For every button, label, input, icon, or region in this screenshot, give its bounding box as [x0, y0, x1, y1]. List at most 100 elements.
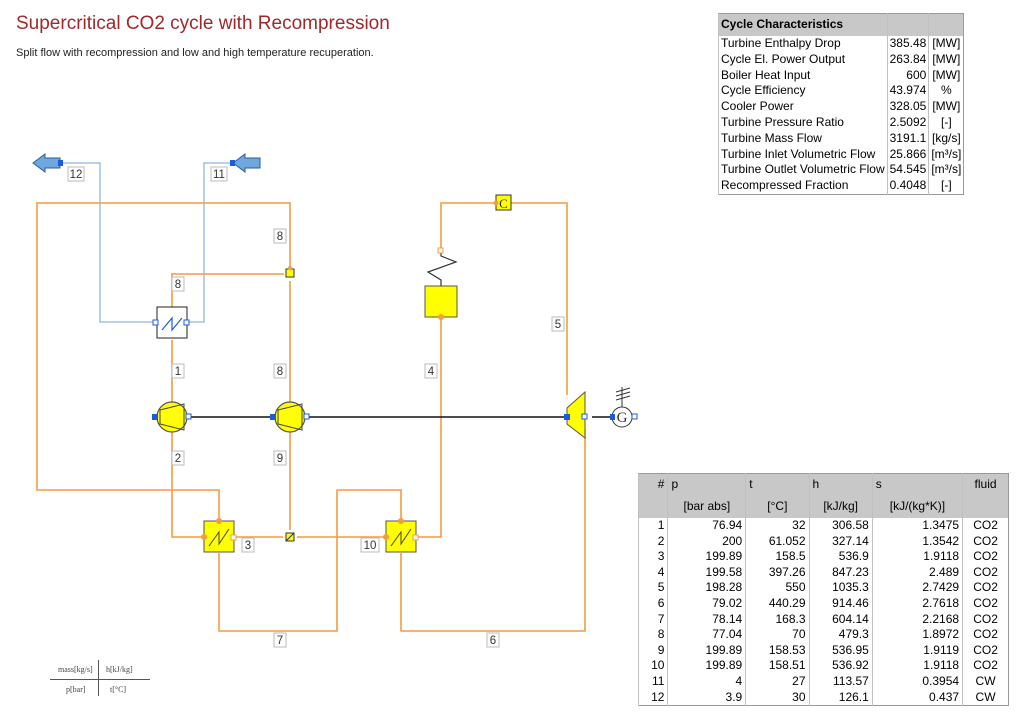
page-title: Supercritical CO2 cycle with Recompressi… [16, 13, 390, 34]
stream-cell: 4 [637, 564, 668, 581]
cycle-characteristic-name: Turbine Pressure Ratio [718, 114, 888, 131]
cycle-characteristic-unit: [m³/s] [928, 146, 964, 163]
stream-label-legend: mass[kg/s] h[kJ/kg] p[bar] t[°C] [50, 660, 150, 700]
cycle-characteristic-unit: [MW] [928, 67, 964, 84]
cooler[interactable] [152, 306, 190, 339]
stream-table-unit: [kJ/kg] [808, 493, 873, 518]
stream-cell: 113.57 [808, 673, 873, 690]
turbine[interactable] [564, 390, 588, 440]
stream-cell: 1035.3 [808, 580, 873, 596]
stream-cell: 77.04 [667, 627, 746, 643]
stream-label-4: 4 [424, 363, 438, 379]
stream-cell: 327.14 [808, 533, 873, 550]
stream-table-header: t [745, 473, 810, 493]
stream-cell: 2.7429 [871, 580, 963, 596]
cycle-characteristic-unit: % [928, 83, 964, 100]
boiler[interactable] [424, 247, 458, 320]
stream-cell: CO2 [962, 627, 1009, 643]
cycle-characteristics-table: Cycle Characteristics Turbine Enthalpy D… [718, 13, 965, 195]
co2-pipes [36, 202, 586, 632]
cooling-water-inlet-arrow [232, 153, 261, 173]
cycle-characteristic-value: 2.5092 [886, 114, 929, 131]
stream-cell: 4 [667, 673, 746, 690]
stream-label-3: 3 [241, 537, 255, 553]
svg-text:11: 11 [213, 169, 225, 181]
svg-text:5: 5 [555, 319, 561, 331]
splitter-top[interactable] [285, 266, 295, 278]
stream-cell: 61.052 [745, 533, 810, 550]
cycle-characteristic-unit: [-] [928, 114, 964, 131]
svg-text:12: 12 [70, 169, 83, 181]
recompressor[interactable] [270, 401, 310, 433]
legend-mass: mass[kg/s] [58, 665, 93, 674]
main-compressor[interactable] [152, 401, 192, 433]
stream-cell: 76.94 [667, 518, 746, 534]
svg-text:6: 6 [490, 635, 496, 647]
legend-pressure: p[bar] [66, 685, 86, 694]
cycle-characteristic-value: 43.974 [886, 83, 929, 100]
stream-cell: 536.92 [808, 658, 873, 674]
cycle-characteristic-unit: [m³/s] [928, 162, 964, 179]
cooling-water-outlet-arrow [32, 153, 61, 173]
svg-text:1: 1 [175, 366, 181, 378]
stream-cell: 27 [745, 673, 810, 690]
stream-cell: 11 [637, 673, 668, 690]
stream-labels: 12 11 8 8 8 1 4 5 2 9 3 10 7 6 [67, 166, 565, 648]
high-temp-recuperator[interactable] [383, 518, 419, 553]
stream-cell: 158.5 [745, 549, 810, 565]
stream-cell: 2 [637, 533, 668, 550]
stream-cell: 1 [637, 518, 668, 534]
grid-connection-icon [615, 387, 631, 407]
svg-text:8: 8 [175, 279, 181, 291]
stream-cell: 168.3 [745, 611, 810, 628]
stream-cell: 550 [745, 580, 810, 596]
stream-cell: 12 [637, 689, 668, 706]
svg-text:2: 2 [175, 453, 181, 465]
stream-cell: 397.26 [745, 564, 810, 581]
cycle-characteristic-unit: [MW] [928, 36, 964, 52]
cycle-characteristic-value: 0.4048 [886, 178, 929, 195]
svg-text:8: 8 [277, 231, 283, 243]
stream-cell: CO2 [962, 564, 1009, 581]
stream-label-8b: 8 [171, 276, 185, 292]
stream-label-7: 7 [273, 632, 287, 648]
stream-cell: 1.9118 [871, 658, 963, 674]
stream-cell: 2.2168 [871, 611, 963, 628]
stream-cell: CO2 [962, 580, 1009, 596]
stream-cell: 1.3542 [871, 533, 963, 550]
stream-table-header: fluid [962, 473, 1009, 493]
low-temp-recuperator[interactable] [201, 518, 237, 553]
cycle-characteristic-name: Turbine Enthalpy Drop [718, 36, 888, 52]
cycle-characteristic-name: Cycle Efficiency [718, 83, 888, 100]
cycle-characteristic-value: 25.866 [886, 146, 929, 163]
stream-cell: 200 [667, 533, 746, 550]
stream-cell: CW [962, 673, 1009, 690]
stream-cell: CO2 [962, 595, 1009, 612]
stream-cell: CO2 [962, 658, 1009, 674]
main-mixer[interactable]: C [493, 194, 512, 211]
stream-label-5: 5 [551, 316, 565, 332]
stream-table-unit [637, 493, 668, 518]
stream-table-header: s [871, 473, 963, 493]
stream-cell: 3 [637, 549, 668, 565]
stream-cell: 3.9 [667, 689, 746, 706]
stream-label-9: 9 [273, 450, 287, 466]
stream-label-11: 11 [210, 166, 228, 182]
cooling-water-lines [62, 162, 234, 323]
stream-table-unit: [bar abs] [667, 493, 746, 518]
stream-table-header: p [667, 473, 746, 493]
mixer-bottom[interactable] [285, 532, 295, 542]
stream-cell: 604.14 [808, 611, 873, 628]
svg-text:8: 8 [277, 366, 283, 378]
svg-text:3: 3 [245, 540, 251, 552]
generator[interactable]: G [610, 387, 638, 428]
